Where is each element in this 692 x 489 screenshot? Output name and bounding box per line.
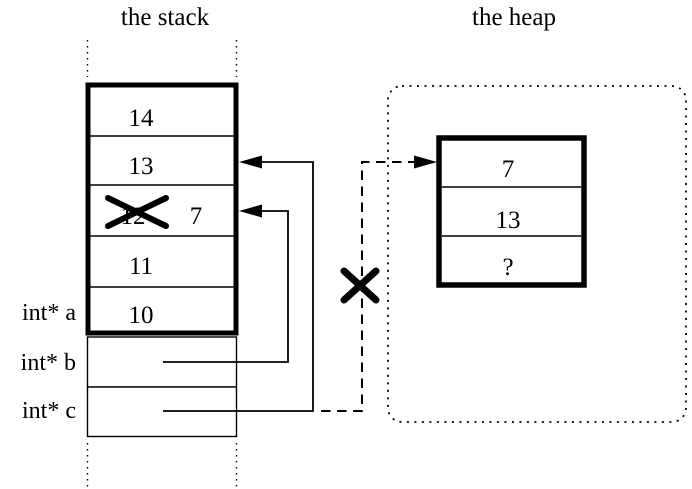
pointer-b-line [163, 210, 289, 363]
heap-title: the heap [472, 4, 556, 31]
stack-cell-value-new: 7 [190, 203, 203, 230]
var-label-a: int* a [22, 300, 76, 326]
stack-cell-value: 14 [129, 105, 155, 132]
x-mark-icon [340, 267, 380, 304]
heap-region-outline [387, 85, 687, 423]
stack-frame-box [85, 82, 239, 336]
pointer-b-arrowhead [239, 204, 262, 218]
pointer-c-line [163, 161, 314, 412]
heap-cell-value: 13 [496, 207, 521, 234]
heap-block-box [436, 135, 587, 288]
var-label-c: int* c [22, 398, 76, 424]
invalid-pointer-dashed-line [321, 161, 414, 412]
stack-cell-value: 13 [129, 153, 154, 180]
stack-cell-value: 10 [129, 302, 154, 329]
pointer-c-arrowhead [239, 155, 262, 169]
stack-cell-value: 11 [129, 253, 153, 280]
stack-title: the stack [121, 4, 210, 31]
heap-cell-value: 7 [502, 156, 515, 183]
var-label-b: int* b [21, 350, 76, 376]
invalid-pointer-arrowhead [414, 155, 437, 169]
heap-cell-value: ? [502, 254, 513, 281]
x-strikethrough-icon [105, 195, 169, 229]
